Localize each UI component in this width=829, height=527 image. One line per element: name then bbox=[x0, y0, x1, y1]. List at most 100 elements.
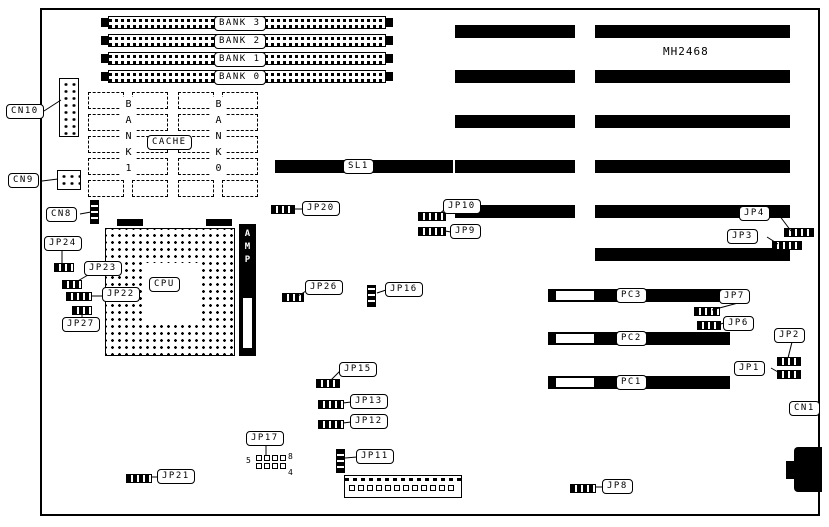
simm-end-cap bbox=[386, 72, 393, 81]
isa-slot-bar bbox=[455, 115, 575, 128]
jp9-pins bbox=[418, 227, 446, 236]
cpu-label: CPU bbox=[149, 277, 180, 292]
jp26-label: JP26 bbox=[305, 280, 343, 295]
jp27-pins bbox=[72, 306, 92, 315]
isa-slot-bar bbox=[595, 25, 790, 38]
board-model: MH2468 bbox=[663, 45, 709, 58]
bank1-label: BANK 1 bbox=[214, 52, 266, 67]
jp11-pins bbox=[336, 449, 345, 473]
jp15-pins bbox=[316, 379, 340, 388]
cn9-header bbox=[57, 170, 81, 190]
pin-square bbox=[280, 463, 286, 469]
jp10-label: JP10 bbox=[443, 199, 481, 214]
simm-end-cap bbox=[101, 36, 108, 45]
cache-chip bbox=[88, 180, 124, 197]
cache-chip bbox=[132, 92, 168, 109]
cache-chip bbox=[132, 158, 168, 175]
simm-end-cap bbox=[386, 36, 393, 45]
cn1-label: CN1 bbox=[789, 401, 820, 416]
jp13-label: JP13 bbox=[350, 394, 388, 409]
jp1-label: JP1 bbox=[734, 361, 765, 376]
jp20-pins bbox=[271, 205, 295, 214]
jp2-label: JP2 bbox=[774, 328, 805, 343]
bank3-label: BANK 3 bbox=[214, 16, 266, 31]
cache-chip bbox=[178, 114, 214, 131]
simm-end-cap bbox=[101, 54, 108, 63]
bank0-label: BANK 0 bbox=[214, 70, 266, 85]
jp21-pins bbox=[126, 474, 152, 483]
jp15-label: JP15 bbox=[339, 362, 377, 377]
jp12-pins bbox=[318, 420, 344, 429]
pin-square bbox=[256, 463, 262, 469]
cache-label: CACHE bbox=[147, 135, 192, 150]
amp-window bbox=[243, 298, 252, 348]
simm-end-cap bbox=[386, 18, 393, 27]
isa-slot-bar bbox=[455, 205, 575, 218]
jp17-pin8-number: 8 bbox=[288, 452, 293, 461]
jp8-pins bbox=[570, 484, 596, 493]
keyboard-connector bbox=[794, 447, 822, 492]
cache-chip bbox=[178, 158, 214, 175]
pin-square bbox=[412, 485, 418, 491]
jp17-pin5-number: 5 bbox=[246, 456, 251, 465]
pin-square bbox=[385, 485, 391, 491]
pc2-slot-notch bbox=[556, 334, 594, 343]
isa-slot-bar bbox=[595, 115, 790, 128]
jp21-label: JP21 bbox=[157, 469, 195, 484]
jp24-pins bbox=[54, 263, 74, 272]
jp4-label: JP4 bbox=[739, 206, 770, 221]
isa-slot-bar bbox=[595, 160, 790, 173]
cache-chip bbox=[88, 136, 124, 153]
simm-end-cap bbox=[101, 18, 108, 27]
cpu-socket-center bbox=[142, 263, 200, 321]
keyboard-connector-step bbox=[786, 461, 796, 479]
jp6-pins bbox=[697, 321, 721, 330]
jp2-pins bbox=[777, 357, 801, 366]
pin-square bbox=[448, 485, 454, 491]
jp12-label: JP12 bbox=[350, 414, 388, 429]
pc3-label: PC3 bbox=[616, 288, 647, 303]
jp20-label: JP20 bbox=[302, 201, 340, 216]
socket-key-block bbox=[206, 219, 232, 226]
cache-chip bbox=[132, 114, 168, 131]
pin-square bbox=[272, 463, 278, 469]
cn10-label: CN10 bbox=[6, 104, 44, 119]
cn8-header bbox=[90, 200, 99, 224]
isa-slot-bar bbox=[595, 70, 790, 83]
pc1-slot-notch bbox=[556, 378, 594, 387]
jp16-pins bbox=[367, 285, 376, 307]
jp17-label: JP17 bbox=[246, 431, 284, 446]
pc3-slot-notch bbox=[556, 291, 594, 300]
pin-square bbox=[349, 485, 355, 491]
socket-key-block bbox=[117, 219, 143, 226]
pin-square bbox=[358, 485, 364, 491]
jp7-pins bbox=[694, 307, 720, 316]
pc1-label: PC1 bbox=[616, 375, 647, 390]
isa-slot-bar bbox=[455, 25, 575, 38]
jp16-label: JP16 bbox=[385, 282, 423, 297]
pin-square bbox=[394, 485, 400, 491]
pin-square bbox=[272, 455, 278, 461]
isa-slot-bar bbox=[455, 70, 575, 83]
cache-chip bbox=[88, 92, 124, 109]
cn8-label: CN8 bbox=[46, 207, 77, 222]
jp11-label: JP11 bbox=[356, 449, 394, 464]
pin-square bbox=[264, 463, 270, 469]
jp1-pins bbox=[777, 370, 801, 379]
simm-end-cap bbox=[101, 72, 108, 81]
jp3-pins bbox=[772, 241, 802, 250]
jp17-pin4-number: 4 bbox=[288, 468, 293, 477]
jp23-label: JP23 bbox=[84, 261, 122, 276]
isa-slot-bar bbox=[455, 160, 575, 173]
pin-square bbox=[367, 485, 373, 491]
jp3-label: JP3 bbox=[727, 229, 758, 244]
jp10-pins bbox=[418, 212, 446, 221]
jp26-pins bbox=[282, 293, 304, 302]
cache-chip bbox=[178, 180, 214, 197]
jp23-pins bbox=[62, 280, 82, 289]
jp27-label: JP27 bbox=[62, 317, 100, 332]
simm-end-cap bbox=[386, 54, 393, 63]
